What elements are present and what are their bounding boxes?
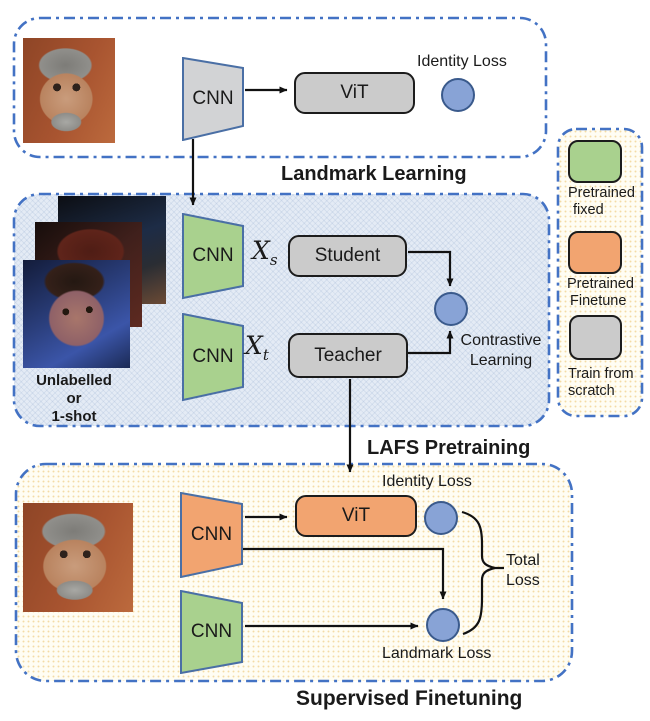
unlabelled-caption: Unlabelled or 1-shot bbox=[28, 372, 120, 426]
cnn-label: CNN bbox=[190, 524, 233, 545]
legend-label-train-from-scratch: Train from scratch bbox=[568, 366, 634, 400]
legend-text-line: Pretrained bbox=[568, 185, 635, 201]
cnn-trapezoid-teacher: CNN bbox=[182, 312, 244, 402]
legend-swatch-pretrained-fixed bbox=[568, 140, 622, 183]
total-loss-label: Total Loss bbox=[506, 551, 540, 591]
legend-text-line: fixed bbox=[573, 202, 604, 218]
xs-base: X bbox=[252, 236, 270, 265]
total-loss-line-2: Loss bbox=[506, 572, 540, 589]
cnn-label: CNN bbox=[192, 245, 234, 266]
title-supervised-finetuning: Supervised Finetuning bbox=[296, 687, 523, 710]
contrastive-loss-circle bbox=[434, 292, 468, 326]
cnn-trapezoid-landmark: CNN bbox=[180, 589, 243, 675]
contrastive-line-2: Learning bbox=[469, 352, 533, 369]
trapezoid-shape bbox=[182, 212, 244, 300]
vit-label: ViT bbox=[340, 82, 369, 103]
legend-swatch-train-from-scratch bbox=[569, 315, 622, 360]
legend-text-line: Pretrained bbox=[567, 276, 634, 292]
legend-text-line: scratch bbox=[568, 383, 615, 399]
teacher-box: Teacher bbox=[288, 333, 408, 378]
xs-symbol: Xs bbox=[252, 236, 278, 269]
landmark-loss-label: Landmark Loss bbox=[382, 645, 492, 662]
landmark-loss-circle bbox=[426, 608, 460, 642]
identity-loss-circle-bottom bbox=[424, 501, 458, 535]
title-lafs-pretraining: LAFS Pretraining bbox=[367, 437, 531, 459]
cnn-label: CNN bbox=[192, 346, 234, 367]
xt-symbol: Xt bbox=[245, 331, 269, 364]
title-landmark-learning: Landmark Learning bbox=[281, 163, 467, 185]
caption-line-1: Unlabelled bbox=[36, 372, 112, 389]
xt-base: X bbox=[245, 331, 263, 360]
cnn-trapezoid-finetune: CNN bbox=[180, 491, 243, 579]
trapezoid-shape bbox=[180, 589, 243, 675]
face-photo-labelled bbox=[23, 38, 115, 143]
vit-label: ViT bbox=[341, 505, 371, 526]
contrastive-line-1: Contrastive bbox=[460, 332, 542, 349]
xt-sub: t bbox=[262, 346, 269, 364]
face-photo-unlabelled-front bbox=[23, 260, 130, 368]
teacher-label: Teacher bbox=[314, 344, 382, 366]
cnn-trapezoid-student: CNN bbox=[182, 212, 244, 300]
caption-line-2: or bbox=[66, 390, 82, 407]
legend-swatch-pretrained-finetune bbox=[568, 231, 622, 274]
vit-box-top: ViT bbox=[294, 72, 415, 114]
vit-box-bottom: ViT bbox=[295, 495, 417, 537]
identity-loss-label-top: Identity Loss bbox=[417, 53, 507, 70]
contrastive-learning-label: Contrastive Learning bbox=[449, 331, 553, 371]
trapezoid-shape bbox=[180, 491, 243, 579]
cnn-label: CNN bbox=[190, 621, 233, 642]
identity-loss-label-bottom: Identity Loss bbox=[382, 473, 472, 490]
trapezoid-shape bbox=[182, 56, 244, 142]
cnn-trapezoid-top: CNN bbox=[182, 56, 244, 142]
caption-line-3: 1-shot bbox=[51, 408, 97, 425]
total-loss-line-1: Total bbox=[506, 552, 540, 569]
trapezoid-shape bbox=[182, 312, 244, 402]
face-photo-finetune bbox=[23, 503, 133, 612]
identity-loss-circle-top bbox=[441, 78, 475, 112]
xs-sub: s bbox=[269, 251, 278, 269]
legend-label-pretrained-fixed: Pretrained fixed bbox=[568, 185, 635, 219]
legend-label-pretrained-finetune: Pretrained Finetune bbox=[567, 276, 634, 310]
cnn-label: CNN bbox=[192, 88, 234, 109]
legend-text-line: Train from bbox=[568, 366, 634, 382]
student-label: Student bbox=[314, 245, 381, 266]
student-box: Student bbox=[288, 235, 407, 277]
legend-text-line: Finetune bbox=[570, 293, 627, 309]
